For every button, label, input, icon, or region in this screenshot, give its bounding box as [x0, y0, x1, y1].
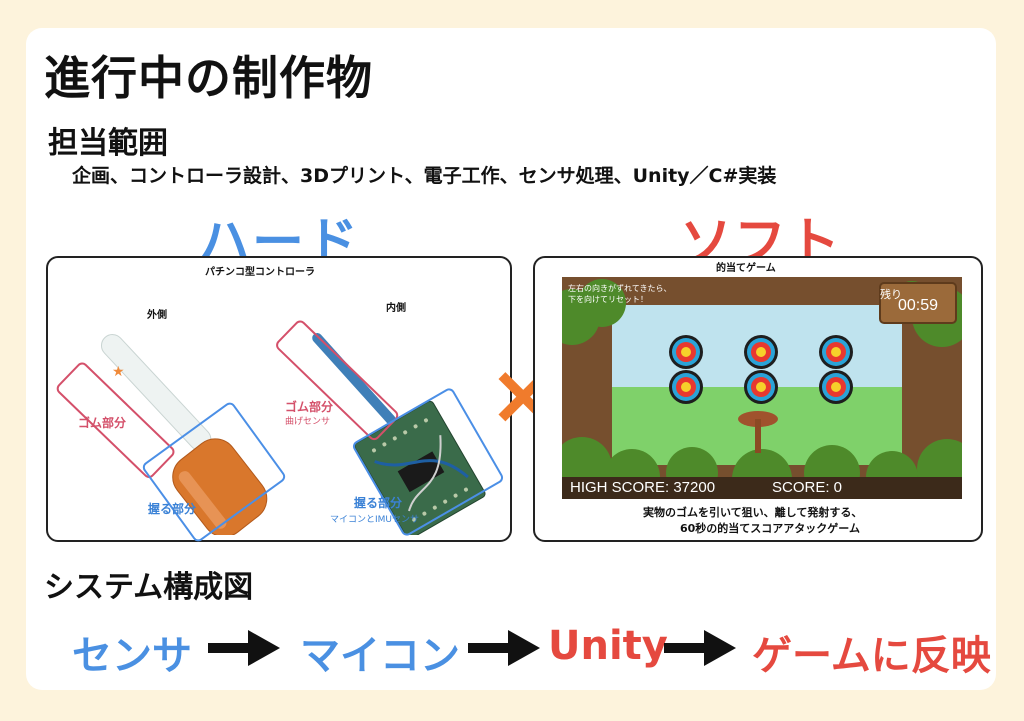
game-caption-line1: 実物のゴムを引いて狙い、離して発射する、 [643, 506, 863, 519]
arrow-icon [664, 630, 736, 666]
flow-microcontroller: マイコン [300, 633, 460, 679]
flow-unity: Unity [548, 623, 668, 669]
game-hint-line2: 下を向けてリセット！ [568, 295, 648, 304]
game-hint-line1: 左右の向きがずれてきたら、 [568, 284, 672, 293]
hardware-panel-title: パチンコ型コントローラ [205, 267, 315, 278]
controller-illustration: ★ [100, 332, 486, 535]
system-heading: システム構成図 [44, 570, 254, 605]
inner-grip-label: 握る部分 [354, 496, 403, 510]
svg-text:★: ★ [112, 364, 125, 380]
timer-label: 残り [880, 289, 902, 301]
flow-sensor: センサ [72, 633, 192, 679]
page-title: 進行中の制作物 [44, 51, 373, 105]
outer-rubber-label: ゴム部分 [78, 416, 127, 430]
roles-list: 企画、コントローラ設計、3Dプリント、電子工作、センサ処理、Unity／C#実装 [72, 165, 777, 187]
game-screenshot: 左右の向きがずれてきたら、 下を向けてリセット！ 残り 00:59 HIGH S… [562, 277, 962, 499]
inner-side-label: 内側 [386, 303, 406, 314]
inner-rubber-label: ゴム部分 [285, 400, 334, 414]
timer-value: 00:59 [898, 297, 939, 314]
outer-side-label: 外側 [147, 310, 167, 321]
arrow-icon [208, 630, 280, 666]
roles-heading: 担当範囲 [48, 126, 168, 161]
high-score: HIGH SCORE: 37200 [570, 479, 716, 496]
current-score: SCORE: 0 [772, 479, 843, 496]
game-caption-line2: 60秒の的当てスコアアタックゲーム [680, 522, 860, 535]
inner-grip-sublabel: マイコンとIMUセンサ [330, 515, 420, 525]
inner-rubber-sublabel: 曲げセンサ [285, 417, 331, 427]
flow-game: ゲームに反映 [752, 633, 991, 679]
outer-grip-label: 握る部分 [148, 502, 197, 516]
arrow-icon [468, 630, 540, 666]
software-panel-title: 的当てゲーム [716, 263, 776, 274]
